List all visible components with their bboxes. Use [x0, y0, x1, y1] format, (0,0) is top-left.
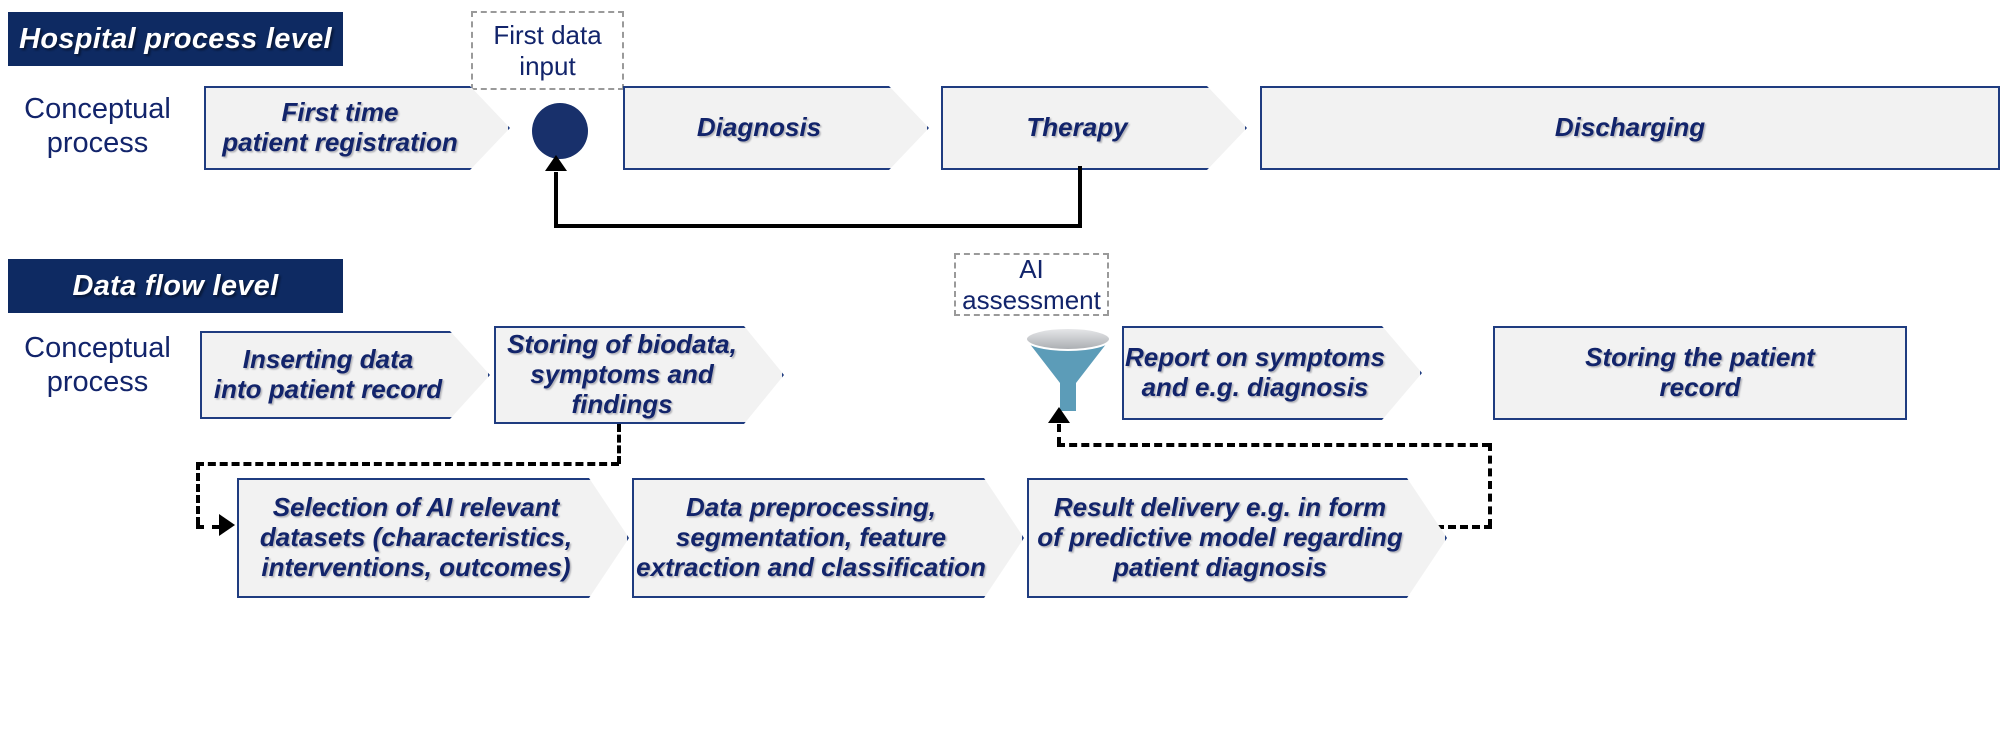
step-data-preprocessing[interactable]: Data preprocessing, segmentation, featur… — [632, 478, 1024, 598]
step-result-delivery-label: Result delivery e.g. in form of predicti… — [1037, 492, 1403, 582]
step-storing-of-biodata-label: Storing of biodata, symptoms and finding… — [507, 329, 737, 419]
step-selection-of-ai-relevant-datasets[interactable]: Selection of AI relevant datasets (chara… — [237, 478, 629, 598]
step-inserting-data-into-patient-record-label: Inserting data into patient record — [213, 344, 443, 404]
step-data-preprocessing-label: Data preprocessing, segmentation, featur… — [636, 492, 986, 582]
step-diagnosis-label: Diagnosis — [696, 112, 822, 143]
connector-back-to-funnel — [1057, 443, 1490, 447]
connector-ai-to-firstdata-horizontal — [554, 224, 1082, 228]
step-diagnosis[interactable]: Diagnosis — [623, 86, 929, 170]
row-label-line1: Conceptual — [24, 93, 171, 125]
row-label-line2: process — [46, 366, 149, 399]
connector-into-selection-step — [196, 525, 220, 529]
chevron-shape — [632, 478, 1024, 598]
annotation-ai-assessment: AI assessment — [954, 253, 1109, 316]
banner-hospital-process-level: Hospital process level — [8, 12, 343, 66]
chevron-shape — [200, 331, 490, 419]
step-selection-of-ai-relevant-datasets-label: Selection of AI relevant datasets (chara… — [259, 492, 573, 582]
annotation-ai-assessment-line1: AI — [1019, 253, 1044, 284]
step-discharging-label: Discharging — [1554, 112, 1706, 143]
annotation-first-data-input-line2: input — [519, 50, 576, 81]
step-storing-the-patient-record-label: Storing the patient record — [1585, 342, 1815, 402]
chevron-shape — [1122, 326, 1422, 420]
step-report-on-symptoms[interactable]: Report on symptoms and e.g. diagnosis — [1122, 326, 1422, 420]
arrowhead-into-circle-node — [545, 155, 567, 171]
arrowhead-into-selection-step — [219, 514, 235, 536]
step-result-delivery[interactable]: Result delivery e.g. in form of predicti… — [1027, 478, 1447, 598]
arrowhead-into-funnel — [1048, 407, 1070, 423]
connector-biodata-left — [196, 462, 619, 466]
annotation-first-data-input-line1: First data — [493, 19, 602, 50]
connector-result-delivery-right — [1412, 525, 1492, 529]
step-discharging[interactable]: Discharging — [1260, 86, 2000, 170]
annotation-first-data-input: First data input — [471, 11, 624, 90]
connector-ai-to-firstdata-vertical-left — [554, 172, 558, 226]
connector-ai-to-firstdata-vertical-right — [1078, 166, 1082, 228]
chevron-shape — [623, 86, 929, 170]
row-label-line2: process — [46, 127, 149, 160]
funnel-icon — [1025, 327, 1111, 411]
step-first-time-patient-registration-label: First time patient registration — [222, 97, 458, 157]
banner-data-flow-level-label: Data flow level — [72, 269, 279, 302]
row-label-hospital-conceptual-process: Conceptual process — [10, 92, 185, 160]
row-label-line1: Conceptual — [24, 332, 171, 364]
banner-hospital-process-level-label: Hospital process level — [19, 22, 332, 55]
step-report-on-symptoms-label: Report on symptoms and e.g. diagnosis — [1124, 342, 1386, 402]
circle-node-icon — [532, 103, 588, 159]
step-storing-the-patient-record[interactable]: Storing the patient record — [1493, 326, 1907, 420]
step-first-time-patient-registration[interactable]: First time patient registration — [204, 86, 510, 170]
connector-biodata-down — [617, 424, 621, 464]
chevron-shape — [941, 86, 1247, 170]
chevron-shape — [494, 326, 784, 424]
connector-down-to-ai-row — [196, 462, 200, 525]
chevron-shape — [204, 86, 510, 170]
step-inserting-data-into-patient-record[interactable]: Inserting data into patient record — [200, 331, 490, 419]
connector-up-into-funnel — [1057, 424, 1061, 445]
step-therapy[interactable]: Therapy — [941, 86, 1247, 170]
chevron-shape — [1027, 478, 1447, 598]
banner-data-flow-level: Data flow level — [8, 259, 343, 313]
step-therapy-label: Therapy — [1026, 112, 1128, 143]
annotation-ai-assessment-line2: assessment — [962, 284, 1101, 315]
step-storing-of-biodata[interactable]: Storing of biodata, symptoms and finding… — [494, 326, 784, 424]
row-label-dataflow-conceptual-process: Conceptual process — [10, 331, 185, 399]
connector-result-delivery-up — [1488, 443, 1492, 527]
chevron-shape — [237, 478, 629, 598]
